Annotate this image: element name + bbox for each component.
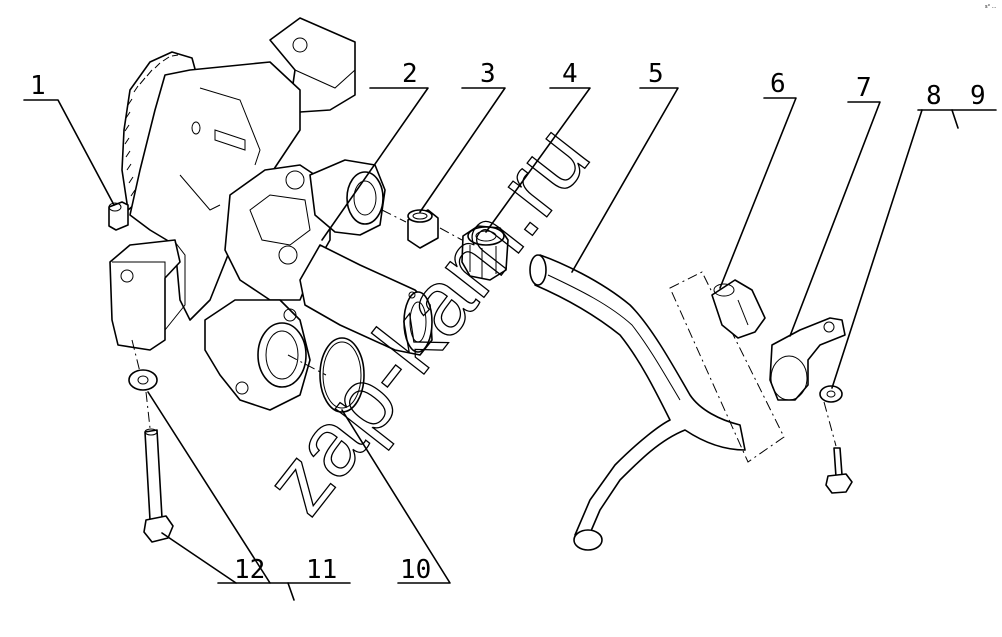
assembly-lines [131, 209, 837, 447]
callout-9: 9 [970, 81, 986, 111]
callout-5: 5 [648, 59, 664, 89]
part-7-clamp [769, 317, 846, 401]
callout-8: 8 [926, 81, 942, 111]
part-11-washer [128, 369, 158, 391]
part-10-o-ring [319, 337, 365, 413]
callout-11: 11 [306, 555, 337, 585]
callout-2: 2 [402, 59, 418, 89]
callout-3: 3 [480, 59, 496, 89]
leader-lines [23, 87, 997, 601]
callout-10: 10 [400, 555, 431, 585]
callout-12: 12 [234, 555, 265, 585]
part-12-bolt [143, 428, 174, 543]
callout-1: 1 [30, 71, 46, 101]
part-3-sleeve [407, 209, 439, 249]
pump-housing [109, 17, 433, 411]
callout-7: 7 [856, 73, 872, 103]
part-8-washer [819, 385, 843, 403]
part-6-rubber-bush [711, 279, 766, 339]
detail-box [669, 271, 785, 463]
callout-labels: 1 2 3 4 5 6 7 8 9 10 11 12 [30, 59, 986, 585]
callout-6: 6 [770, 69, 786, 99]
corner-mark: s° ... [985, 4, 997, 10]
part-5-oil-pipe [529, 254, 746, 551]
callout-4: 4 [562, 59, 578, 89]
part-1-dowel [108, 201, 129, 231]
part-4-nut [461, 225, 509, 281]
part-9-bolt [825, 447, 853, 494]
